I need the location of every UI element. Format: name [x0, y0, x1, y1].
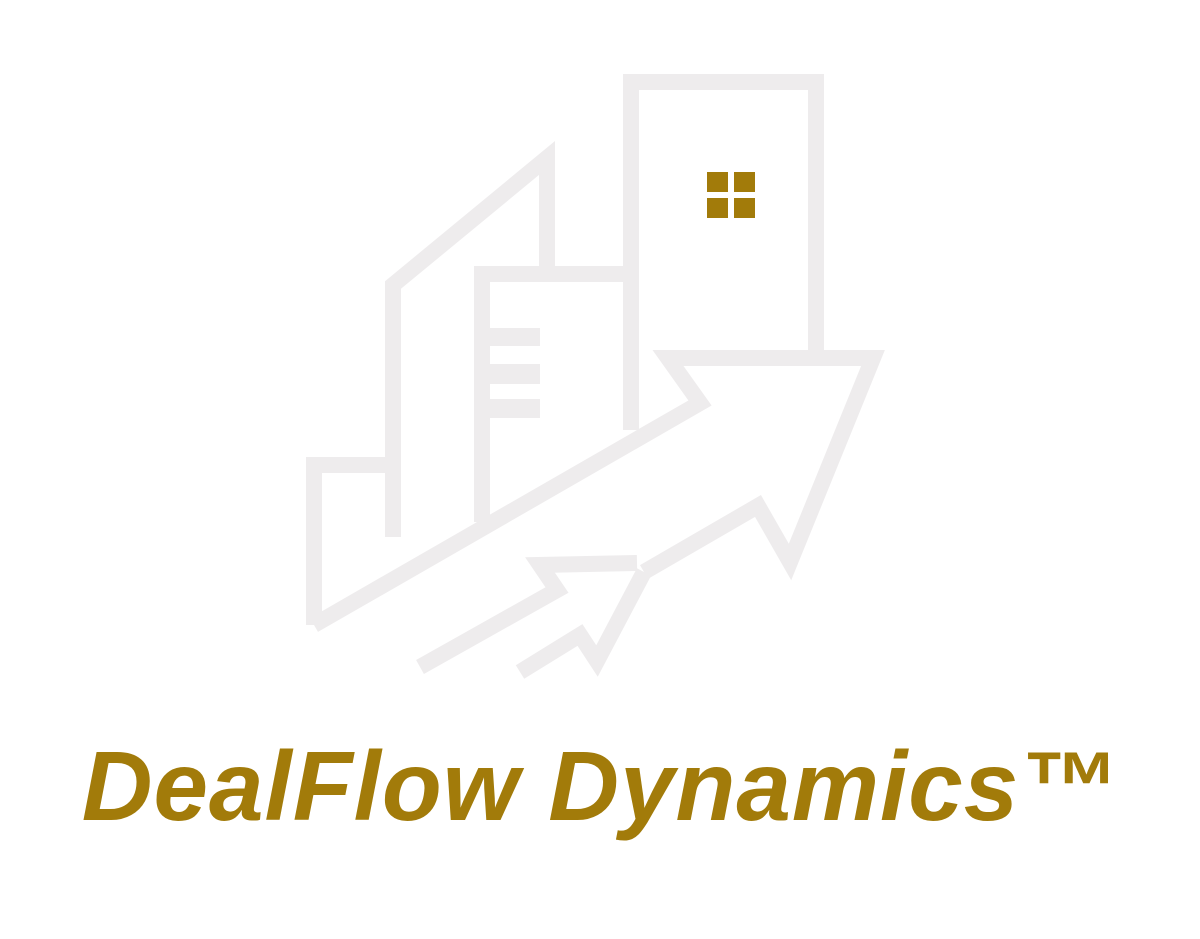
floor-stripe: [490, 399, 540, 418]
middle-building-outline: [474, 266, 631, 522]
floor-stripes: [490, 328, 540, 418]
floor-stripe: [490, 364, 540, 384]
city-buildings-growth-arrow-icon: [306, 74, 885, 679]
small-arrow-outline: [515, 568, 652, 679]
floor-stripe: [490, 328, 540, 346]
base-block-outline: [306, 457, 393, 625]
window-icon: [707, 172, 755, 218]
window-pane: [707, 172, 728, 192]
main-arrow-outline: [310, 350, 885, 632]
arrow-tail-outline: [416, 555, 638, 674]
window-pane: [734, 198, 755, 218]
slanted-building-outline: [385, 141, 555, 537]
tall-building-outline: [623, 74, 824, 430]
logo: [306, 74, 885, 679]
brand-name: DealFlow Dynamics™: [81, 731, 1119, 841]
window-pane: [707, 198, 728, 218]
window-pane: [734, 172, 755, 192]
